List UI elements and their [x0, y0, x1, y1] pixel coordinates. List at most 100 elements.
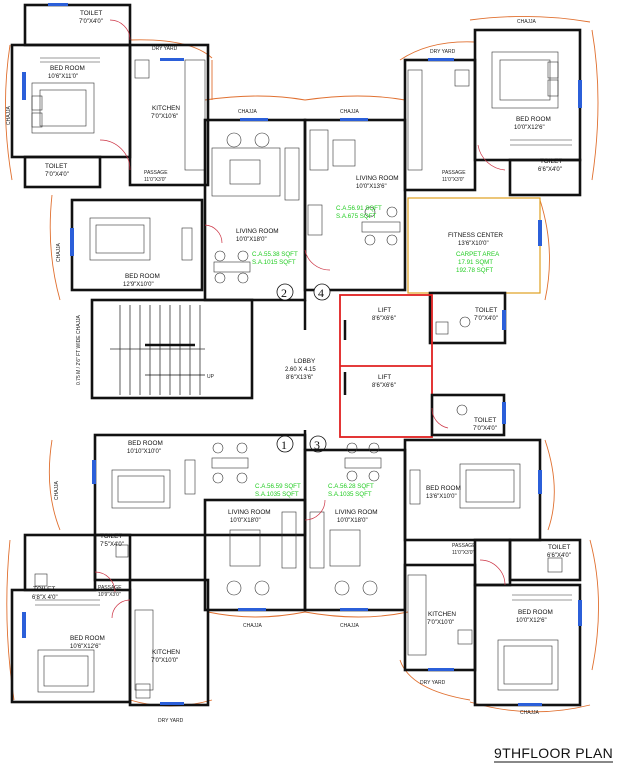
- bl-kitchen-dim: 7'0"X10'0": [151, 658, 178, 664]
- fitness-carpet-sqmt: 17.91 SQMT: [458, 259, 493, 266]
- tr-toilet-dim: 6'6"X4'0": [538, 167, 562, 173]
- stair-up-label: UP: [207, 374, 215, 380]
- bottom-chajja-label-1: CHAJJA: [243, 623, 263, 629]
- br-passage-dim: 11'0"X3'0": [452, 550, 475, 556]
- br-passage-label: PASSAGE: [452, 543, 476, 549]
- lobby-name: LOBBY: [294, 358, 316, 365]
- tl-toilet2-dim: 7'0"X4'0": [45, 172, 69, 178]
- lv4-dim: 10'0"X13'6": [356, 184, 387, 190]
- flat-number-4: 4: [318, 286, 324, 300]
- br-toilet-name: TOILET: [548, 544, 570, 551]
- fitness-dim: 13'6"X10'0": [458, 241, 489, 247]
- r-toilet-dim: 7'0"X4'0": [473, 426, 497, 432]
- flat-number-markers: 2 4 1 3: [276, 283, 331, 453]
- fitness-name: FITNESS CENTER: [448, 232, 503, 239]
- tl-bedroom-dim: 10'6"X11'0": [48, 74, 78, 80]
- lv1-dim: 10'0"X18'0": [230, 518, 261, 524]
- tr-dryyard-label: DRY YARD: [430, 49, 456, 55]
- lv2-name: LIVING ROOM: [236, 228, 279, 235]
- bl-bedroom2-name: BED ROOM: [70, 635, 105, 642]
- flat3-carpet-area: C.A.56.28 SQFT: [328, 483, 374, 490]
- tl-toilet2-name: TOILET: [45, 163, 67, 170]
- flat3-saleable-area: S.A.1035 SQFT: [328, 491, 372, 498]
- lift2-dim: 8'6"X6'6": [372, 383, 396, 389]
- top-chajja-label-2: CHAJJA: [340, 109, 360, 115]
- tl-toilet-name: TOILET: [80, 10, 102, 17]
- lv2-dim: 10'0"X18'0": [236, 237, 267, 243]
- stair-chajja-label: 0.75 M / 2'6" FT WIDE CHAJJA: [76, 314, 82, 385]
- flat-bottom-right: PASSAGE 11'0"X3'0" TOILET 6'6"X4'0" KITC…: [403, 538, 582, 716]
- lobby-dim-metric: 2.60 X 4.15: [285, 367, 316, 373]
- lift1-dim: 8'6"X6'6": [372, 316, 396, 322]
- tr-toilet-name: TOILET: [540, 158, 562, 165]
- tl-kitchen-dim: 7'0"X10'6": [151, 114, 178, 120]
- r-toilet-name: TOILET: [474, 417, 496, 424]
- bl-kitchen-name: KITCHEN: [152, 649, 180, 656]
- lv1-name: LIVING ROOM: [228, 509, 271, 516]
- br-kitchen-name: KITCHEN: [428, 611, 456, 618]
- flat-2: CHAJJA BED ROOM 12'9"X10'0" LIVING ROOM …: [56, 109, 307, 302]
- flat4-saleable-area: S.A.675 SQFT: [336, 213, 376, 220]
- lv3-name: LIVING ROOM: [335, 509, 378, 516]
- tl-passage-dim: 11'0"X3'0": [144, 177, 167, 183]
- flat-number-2: 2: [281, 286, 287, 300]
- tr-bedroom-name: BED ROOM: [516, 116, 551, 123]
- flat-4: LIVING ROOM 10'0"X13'6" C.A.56.91 SQFT S…: [303, 109, 407, 292]
- tr-passage-dim: 11'0"X3'0": [442, 177, 465, 183]
- flat-top-right: DRY YARD CHAJJA BED ROOM 10'0"X12'6" TOI…: [403, 19, 582, 197]
- flat-number-3: 3: [314, 438, 320, 452]
- tl-chajja-label: CHAJJA: [6, 105, 12, 125]
- flat2-carpet-area: C.A.55.38 SQFT: [252, 251, 298, 258]
- ml-chajja-label: CHAJJA: [56, 242, 62, 262]
- bl-toilet-a-dim: 7'5"X4'0": [100, 542, 124, 548]
- ml-bedroom-dim: 12'9"X10'0": [123, 282, 154, 288]
- bl-bedroom-name: BED ROOM: [128, 440, 163, 447]
- plan-title: 9THFLOOR PLAN: [494, 745, 613, 761]
- br-bedroom1-dim: 13'6"X10'0": [426, 494, 457, 500]
- lobby-dim-imperial: 8'6"X13'6": [286, 375, 313, 381]
- tl-bedroom-name: BED ROOM: [50, 65, 85, 72]
- flat-top-left: TOILET 7'0"X4'0" BED ROOM 10'6"X11'0" KI…: [6, 3, 210, 189]
- fit-toilet-dim: 7'0"X4'0": [474, 316, 498, 322]
- tr-passage-label: PASSAGE: [442, 170, 466, 176]
- flat-3: C.A.56.28 SQFT S.A.1035 SQFT LIVING ROOM…: [303, 438, 542, 629]
- lift1-name: LIFT: [378, 307, 391, 314]
- bl-dryyard-label: DRY YARD: [158, 718, 184, 724]
- br-dryyard-label: DRY YARD: [420, 680, 446, 686]
- bl-chajja-label-vertical: CHAJJA: [54, 480, 60, 500]
- tl-toilet-dim: 7'0"X4'0": [79, 19, 103, 25]
- bl-toilet-b-name: TOILET: [33, 586, 55, 593]
- fitness-carpet-sqft: 192.78 SQFT: [456, 267, 493, 274]
- tl-passage-label: PASSAGE: [144, 170, 168, 176]
- tr-bedroom-dim: 10'0"X12'6": [514, 125, 545, 131]
- flat4-carpet-area: C.A.56.91 SQFT: [336, 205, 382, 212]
- br-chajja-label: CHAJJA: [520, 710, 540, 716]
- bl-bedroom-dim: 10'10"X10'0": [127, 449, 161, 455]
- tl-kitchen-name: KITCHEN: [152, 105, 180, 112]
- flat1-carpet-area: C.A.56.59 SQFT: [255, 483, 301, 490]
- lv3-dim: 10'0"X18'0": [337, 518, 368, 524]
- bl-bedroom2-dim: 10'6"X12'6": [70, 644, 101, 650]
- tl-dryyard-label: DRY YARD: [152, 46, 178, 52]
- bl-toilet-a-name: TOILET: [100, 533, 122, 540]
- br-toilet-dim: 6'6"X4'0": [547, 553, 571, 559]
- lift2-name: LIFT: [378, 374, 391, 381]
- top-chajja-label-1: CHAJJA: [238, 109, 258, 115]
- flat2-saleable-area: S.A.1015 SQFT: [252, 259, 296, 266]
- fitness-center: FITNESS CENTER 13'6"X10'0" CARPET AREA 1…: [407, 197, 542, 345]
- bottom-chajja-label-2: CHAJJA: [340, 623, 360, 629]
- bl-passage-dim: 10'9"X3'0": [98, 592, 121, 598]
- flat1-saleable-area: S.A.1035 SQFT: [255, 491, 299, 498]
- lv4-name: LIVING ROOM: [356, 175, 399, 182]
- fitness-carpet-label: CARPET AREA: [456, 251, 500, 258]
- br-bedroom1-name: BED ROOM: [426, 485, 461, 492]
- flat-bottom-left: TOILET 7'5"X4'0" TOILET 6'8"X 4'0" PASSA…: [10, 533, 210, 724]
- core: UP 0.75 M / 2'6" FT WIDE CHAJJA LIFT 8'6…: [76, 294, 506, 450]
- bl-passage-label: PASSAGE: [98, 585, 122, 591]
- fit-toilet-name: TOILET: [475, 307, 497, 314]
- br-kitchen-dim: 7'0"X10'0": [427, 620, 454, 626]
- bl-toilet-b-dim: 6'8"X 4'0": [32, 595, 58, 601]
- flat-number-1: 1: [281, 438, 287, 452]
- ml-bedroom-name: BED ROOM: [125, 273, 160, 280]
